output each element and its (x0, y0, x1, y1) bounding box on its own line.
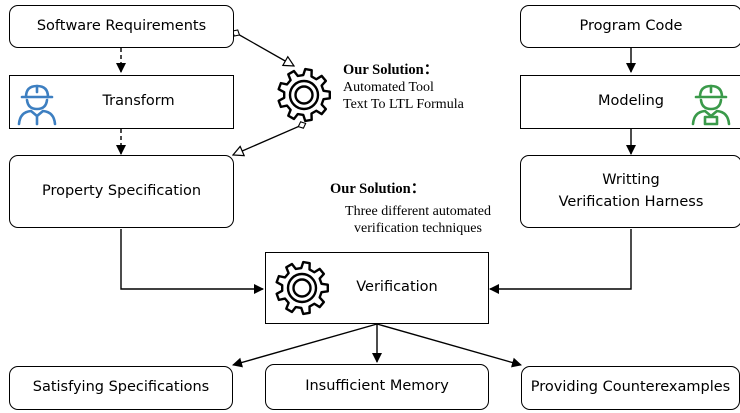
solution-1-line1: Automated Tool (343, 80, 434, 95)
solution-2-heading: Our Solution： (330, 181, 426, 197)
gear-icon (275, 260, 329, 316)
node-label: Providing Counterexamples (530, 379, 731, 396)
engineer-icon (691, 84, 731, 126)
solution-2-note: Our Solution： Three different automated … (330, 181, 506, 237)
gear-icon (277, 67, 331, 123)
edge-property-verification (120, 229, 264, 294)
node-label: Satisfying Specifications (32, 379, 210, 396)
node-label: Program Code (579, 17, 683, 34)
node-property-specification: Property Specification (9, 155, 234, 228)
solution-2-line1: Three different automated (345, 204, 491, 219)
node-software-requirements: Software Requirements (9, 5, 234, 48)
node-providing-counterexamples: Providing Counterexamples (521, 366, 740, 410)
node-insufficient-memory: Insufficient Memory (265, 364, 489, 410)
node-label-line1: Writting (602, 172, 660, 189)
node-satisfying-specifications: Satisfying Specifications (9, 366, 233, 410)
solution-1-note: Our Solution： Automated Tool Text To LTL… (343, 62, 464, 113)
node-label: Modeling (598, 93, 664, 110)
edge-tool-property (233, 125, 302, 155)
edge-requirements-tool (236, 33, 294, 66)
solution-2-line2: verification techniques (354, 221, 482, 236)
node-label-line2: Verification Harness (558, 193, 704, 210)
edge-verification-satisfying (232, 323, 378, 368)
edge-verification-counterexamples (376, 323, 522, 368)
node-program-code: Program Code (520, 5, 740, 48)
node-label: Verification (356, 279, 438, 296)
node-writing-harness: Writting Verification Harness (520, 155, 740, 228)
node-label: Insufficient Memory (305, 378, 449, 395)
node-label: Property Specification (41, 182, 202, 199)
node-label: Software Requirements (36, 17, 207, 34)
engineer-icon (17, 84, 57, 126)
solution-1-line2: Text To LTL Formula (343, 97, 464, 112)
node-modeling: Modeling (520, 75, 740, 129)
solution-1-heading: Our Solution： (343, 62, 439, 78)
node-label: Transform (102, 93, 175, 110)
edge-harness-verification (489, 229, 632, 294)
